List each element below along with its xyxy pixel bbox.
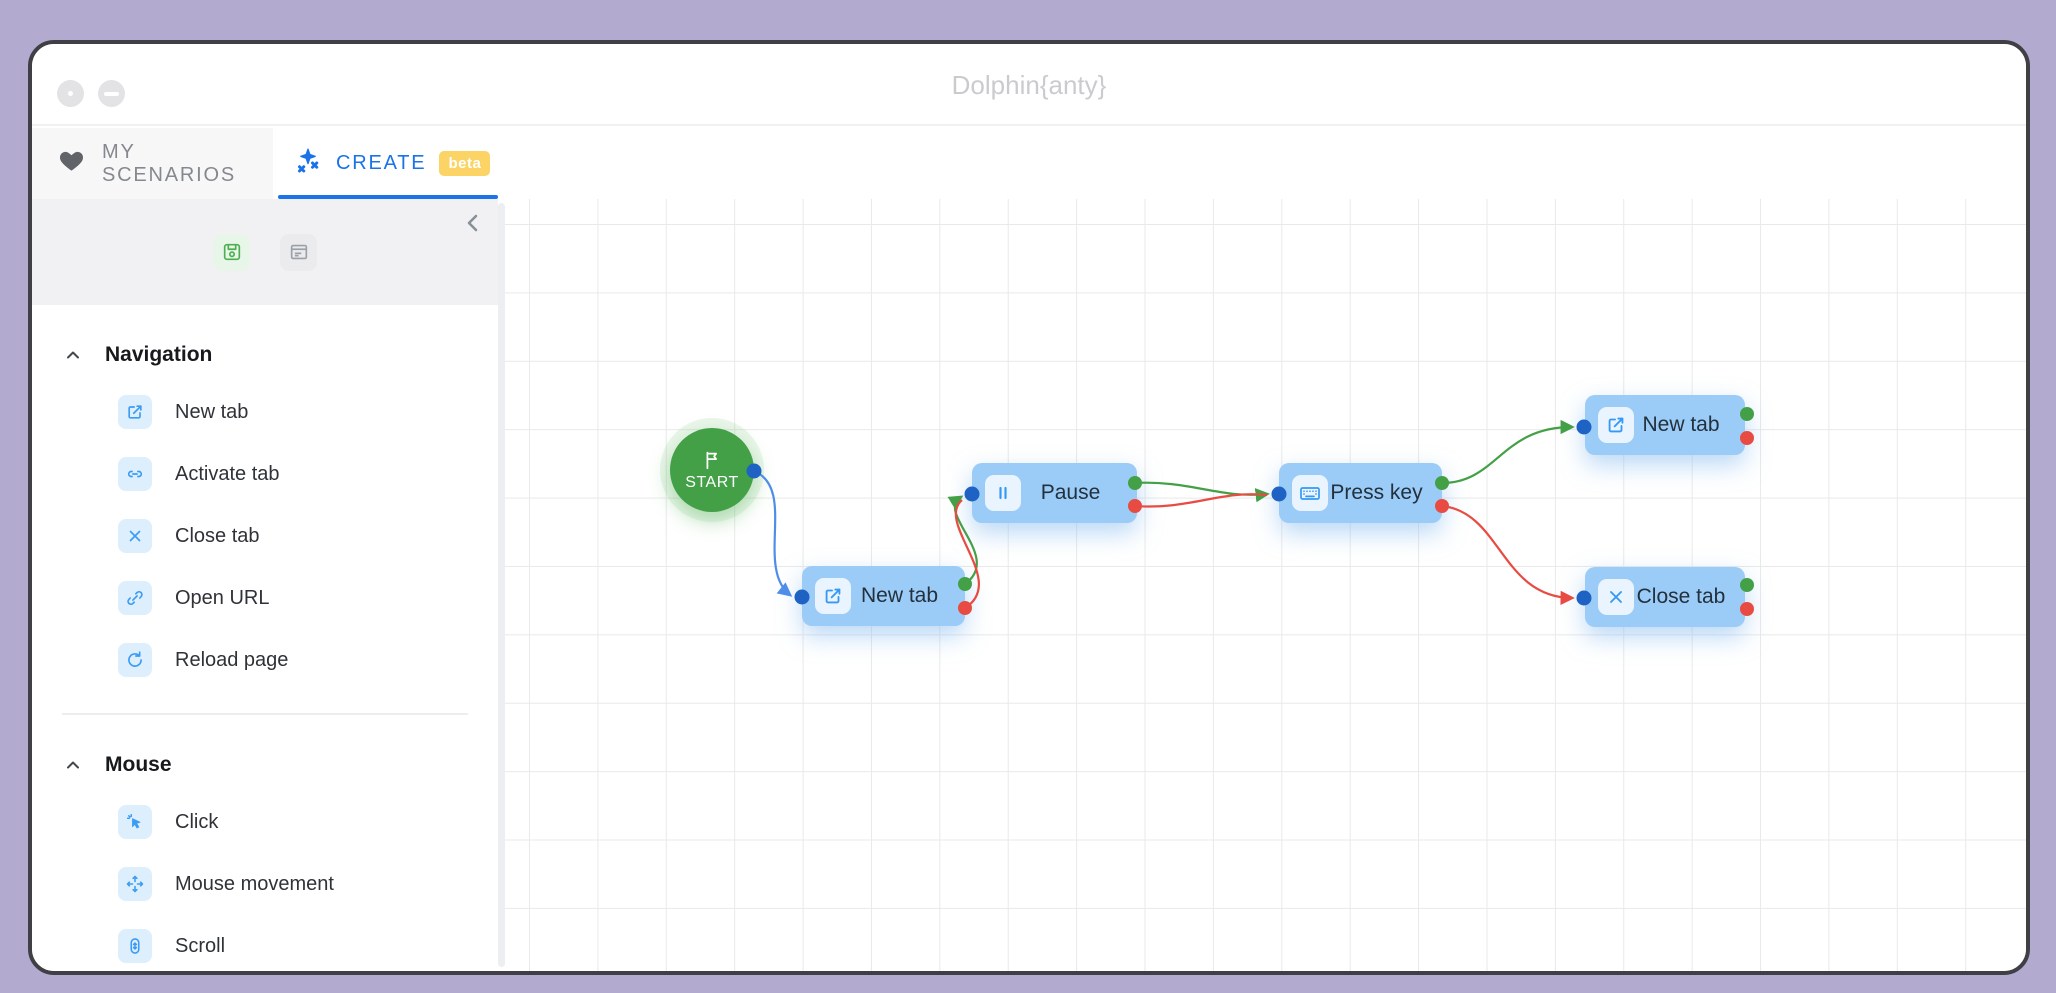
node-close-tab[interactable]: Close tab — [1585, 567, 1745, 627]
edge-pause-presskey-success — [1134, 481, 1270, 503]
new-tab-icon — [815, 578, 851, 614]
node-new-tab-2[interactable]: New tab — [1585, 395, 1745, 455]
reload-page-icon — [118, 643, 152, 677]
pause-icon — [985, 475, 1021, 511]
app-title: Dolphin{anty} — [951, 70, 1107, 100]
item-label: New tab — [175, 400, 249, 423]
item-label: Scroll — [175, 934, 226, 957]
new-tab-icon — [1598, 407, 1634, 443]
node-new-tab-1[interactable]: New tab — [802, 566, 965, 626]
section-title: Navigation — [105, 343, 213, 366]
blocks-sidebar: Navigation New tab Activate tab — [32, 199, 505, 971]
node-label: Close tab — [1636, 585, 1726, 608]
section-header-navigation[interactable]: Navigation — [32, 341, 498, 369]
sidebar-block-list: Navigation New tab Activate tab — [32, 305, 498, 971]
sidebar-item-scroll[interactable]: Scroll — [32, 915, 498, 971]
sidebar-item-close-tab[interactable]: Close tab — [32, 505, 498, 567]
window-minimize-button[interactable] — [98, 80, 125, 107]
item-label: Reload page — [175, 648, 289, 671]
chevron-left-icon — [467, 214, 478, 232]
chevron-up-icon — [67, 761, 79, 769]
navigation-items: New tab Activate tab Close tab — [32, 381, 498, 691]
tab-create-label: CREATE — [336, 152, 427, 174]
section-divider — [62, 713, 468, 715]
chevron-up-icon — [67, 351, 79, 359]
title-bar: Dolphin{anty} — [32, 44, 2026, 126]
item-label: Close tab — [175, 524, 260, 547]
item-label: Open URL — [175, 586, 270, 609]
item-label: Activate tab — [175, 462, 280, 485]
edge-presskey-newtab2-success — [1441, 419, 1575, 485]
open-url-icon — [118, 581, 152, 615]
mouse-items: Click Mouse movement Scroll — [32, 791, 498, 971]
node-start[interactable]: START — [670, 428, 754, 512]
sidebar-scrollbar[interactable] — [498, 203, 505, 967]
new-tab-icon — [118, 395, 152, 429]
sidebar-action-panel — [32, 199, 498, 305]
save-icon — [223, 243, 240, 261]
mouse-movement-icon — [118, 867, 152, 901]
scenario-canvas[interactable]: START New tab Pause Press key — [505, 199, 2026, 971]
node-label: New tab — [1642, 413, 1720, 436]
tab-bar: MY SCENARIOS CREATE beta — [32, 128, 2026, 276]
sidebar-item-new-tab[interactable]: New tab — [32, 381, 498, 443]
beta-badge: beta — [439, 151, 491, 176]
tab-my-scenarios-label: MY SCENARIOS — [102, 140, 237, 186]
section-title: Mouse — [105, 753, 172, 776]
close-tab-icon — [1598, 579, 1634, 615]
node-label: Pause — [1040, 481, 1101, 504]
app-window: Dolphin{anty} MY SCENARIOS CREATE beta — [28, 40, 2030, 975]
sparkles-icon — [293, 146, 323, 182]
edge-presskey-closetab-error — [1441, 504, 1575, 605]
edges-layer — [746, 407, 1754, 616]
sidebar-item-open-url[interactable]: Open URL — [32, 567, 498, 629]
edge-start-newtab1 — [753, 469, 793, 597]
item-label: Mouse movement — [175, 872, 334, 895]
save-scenario-button[interactable] — [213, 233, 250, 271]
edge-pause-presskey-error — [1134, 493, 1268, 508]
script-panel-button[interactable] — [280, 233, 317, 271]
activate-tab-icon — [118, 457, 152, 491]
tab-my-scenarios[interactable]: MY SCENARIOS — [32, 128, 273, 199]
click-icon — [118, 805, 152, 839]
item-label: Click — [175, 810, 219, 833]
node-label: START — [685, 473, 739, 491]
node-press-key[interactable]: Press key — [1279, 463, 1442, 523]
scroll-icon — [118, 929, 152, 963]
sidebar-item-activate-tab[interactable]: Activate tab — [32, 443, 498, 505]
section-header-mouse[interactable]: Mouse — [32, 751, 498, 779]
node-label: New tab — [860, 584, 939, 607]
sidebar-item-reload-page[interactable]: Reload page — [32, 629, 498, 691]
flag-icon — [706, 451, 717, 469]
node-pause[interactable]: Pause — [972, 463, 1137, 523]
close-tab-icon — [118, 519, 152, 553]
tab-create[interactable]: CREATE beta — [273, 128, 498, 199]
window-close-button[interactable] — [57, 80, 84, 107]
heart-icon — [58, 147, 85, 180]
collapse-sidebar-button[interactable] — [460, 211, 486, 237]
keyboard-icon — [1292, 475, 1328, 511]
sidebar-item-mouse-movement[interactable]: Mouse movement — [32, 853, 498, 915]
node-label: Press key — [1330, 481, 1423, 504]
sidebar-item-click[interactable]: Click — [32, 791, 498, 853]
form-icon — [290, 244, 307, 260]
